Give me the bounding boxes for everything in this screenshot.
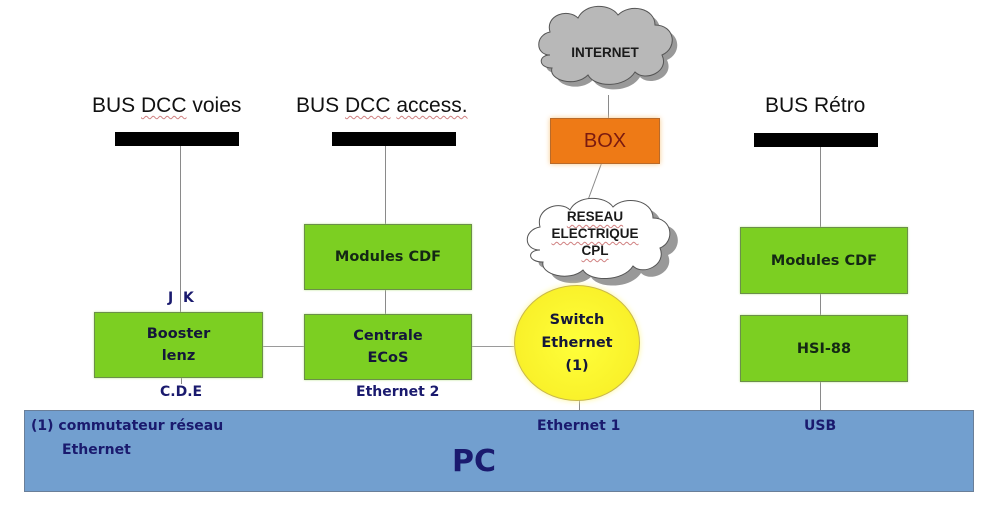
bus-retro-bar <box>754 133 878 147</box>
cpl-label: RESEAU ELECTRIQUE CPL <box>551 209 639 258</box>
line-modules-to-centrale <box>385 290 386 314</box>
pc-bar <box>24 410 974 492</box>
modules-cdf-left: Modules CDF <box>304 224 472 290</box>
ethernet1-label: Ethernet 1 <box>537 418 621 434</box>
line-modules-to-hsi <box>820 293 821 315</box>
line-box-to-cpl <box>587 162 603 201</box>
bus-dcc-access-bar <box>332 132 456 146</box>
internet-box: BOX <box>550 118 660 164</box>
line-bus-voies-to-booster <box>180 146 181 312</box>
box-label: BOX <box>583 129 627 152</box>
bus-retro-label: BUS Rétro <box>765 94 866 117</box>
ethernet2-label: Ethernet 2 <box>356 384 440 400</box>
line-bus-access-to-modules <box>385 146 386 224</box>
bus-dcc-access-label: BUS DCC access. <box>296 94 468 117</box>
pc-footnote-line2: Ethernet <box>62 442 131 458</box>
line-hsi-to-pc <box>820 380 821 410</box>
line-booster-to-centrale <box>262 346 304 347</box>
line-centrale-to-switch <box>472 346 514 347</box>
line-internet-to-box <box>608 95 609 119</box>
usb-label: USB <box>804 418 837 434</box>
bus-dcc-voies-label: BUS DCC voies <box>92 94 242 117</box>
hsi-88: HSI-88 <box>740 315 908 382</box>
bus-dcc-voies-bar <box>115 132 239 146</box>
switch-ethernet: Switch Ethernet (1) <box>514 285 640 401</box>
cde-label: C.D.E <box>160 384 203 400</box>
line-bus-retro-to-modules <box>820 146 821 228</box>
internet-cloud-icon <box>538 5 678 90</box>
cpl-cloud-icon <box>526 197 678 286</box>
jk-label: J K <box>168 290 194 306</box>
line-switch-to-pc <box>579 398 580 410</box>
internet-label: INTERNET <box>571 45 639 60</box>
pc-footnote-line1: (1) commutateur réseau <box>31 418 224 434</box>
line-booster-to-pc <box>181 376 182 384</box>
pc-label: PC <box>452 444 497 479</box>
modules-cdf-right: Modules CDF <box>740 227 908 294</box>
